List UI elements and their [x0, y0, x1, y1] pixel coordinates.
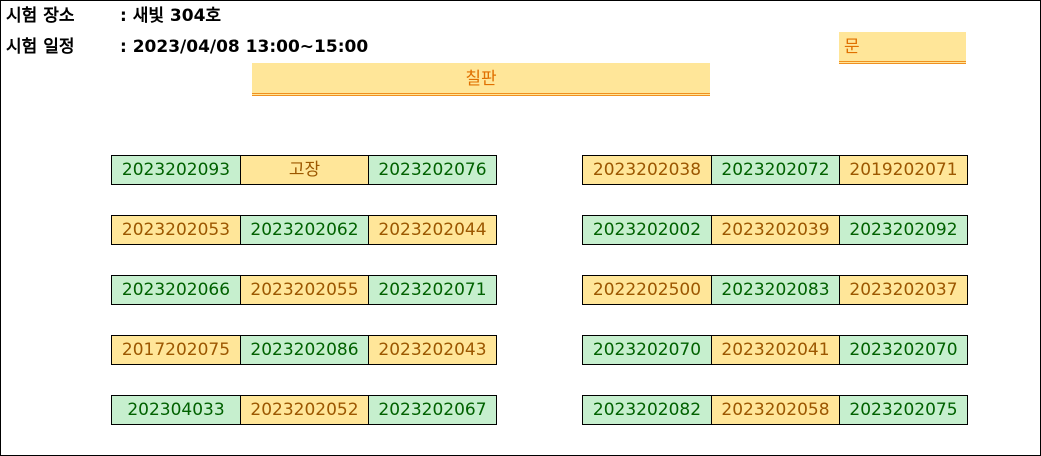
- exam-place-label: 시험 장소: [6, 6, 75, 26]
- seat-cell: 2019202071: [839, 156, 967, 184]
- seat-cell: 2023202076: [368, 156, 496, 184]
- seat-cell: 고장: [240, 156, 368, 184]
- seat-cell: 2023202037: [839, 276, 967, 304]
- seat-cell: 2023202067: [368, 396, 496, 424]
- seat-cell: 2023202038: [583, 156, 711, 184]
- seat-cell: 2022202500: [583, 276, 711, 304]
- door-label: 문: [839, 32, 966, 64]
- exam-date-row: 시험 일정 : 2023/04/08 13:00~15:00: [6, 37, 368, 57]
- blackboard-label: 칠판: [252, 63, 710, 96]
- seat-cell: 2023202093: [112, 156, 240, 184]
- desk-row: 2023202053 2023202062 2023202044: [111, 215, 497, 245]
- seat-cell: 2023202039: [711, 216, 839, 244]
- exam-place-row: 시험 장소 : 새빛 304호: [6, 6, 221, 26]
- seat-cell: 2023202055: [240, 276, 368, 304]
- desk-row: 202304033 2023202052 2023202067: [111, 395, 497, 425]
- seat-cell: 2023202053: [112, 216, 240, 244]
- seat-cell: 2023202066: [112, 276, 240, 304]
- seat-cell: 2023202041: [711, 336, 839, 364]
- desk-row: 2023202038 2023202072 2019202071: [582, 155, 968, 185]
- seat-cell: 2023202092: [839, 216, 967, 244]
- exam-place-value: : 새빛 304호: [120, 6, 222, 26]
- desk-row: 2023202070 2023202041 2023202070: [582, 335, 968, 365]
- desk-row: 2023202093 고장 2023202076: [111, 155, 497, 185]
- seat-cell: 2023202070: [839, 336, 967, 364]
- seat-cell: 2023202043: [368, 336, 496, 364]
- seat-cell: 2023202082: [583, 396, 711, 424]
- seat-cell: 2023202086: [240, 336, 368, 364]
- seat-cell: 2023202002: [583, 216, 711, 244]
- seat-cell: 2023202083: [711, 276, 839, 304]
- desk-row: 2023202082 2023202058 2023202075: [582, 395, 968, 425]
- seat-cell: 2023202072: [711, 156, 839, 184]
- desk-row: 2023202002 2023202039 2023202092: [582, 215, 968, 245]
- seat-cell: 2023202052: [240, 396, 368, 424]
- desk-row: 2017202075 2023202086 2023202043: [111, 335, 497, 365]
- exam-date-label: 시험 일정: [6, 37, 75, 57]
- desk-row: 2022202500 2023202083 2023202037: [582, 275, 968, 305]
- seat-cell: 2017202075: [112, 336, 240, 364]
- seat-cell: 202304033: [112, 396, 240, 424]
- seat-cell: 2023202075: [839, 396, 967, 424]
- seat-cell: 2023202071: [368, 276, 496, 304]
- seat-cell: 2023202058: [711, 396, 839, 424]
- desk-row: 2023202066 2023202055 2023202071: [111, 275, 497, 305]
- seat-cell: 2023202070: [583, 336, 711, 364]
- seat-cell: 2023202062: [240, 216, 368, 244]
- seat-cell: 2023202044: [368, 216, 496, 244]
- exam-date-value: : 2023/04/08 13:00~15:00: [120, 37, 369, 57]
